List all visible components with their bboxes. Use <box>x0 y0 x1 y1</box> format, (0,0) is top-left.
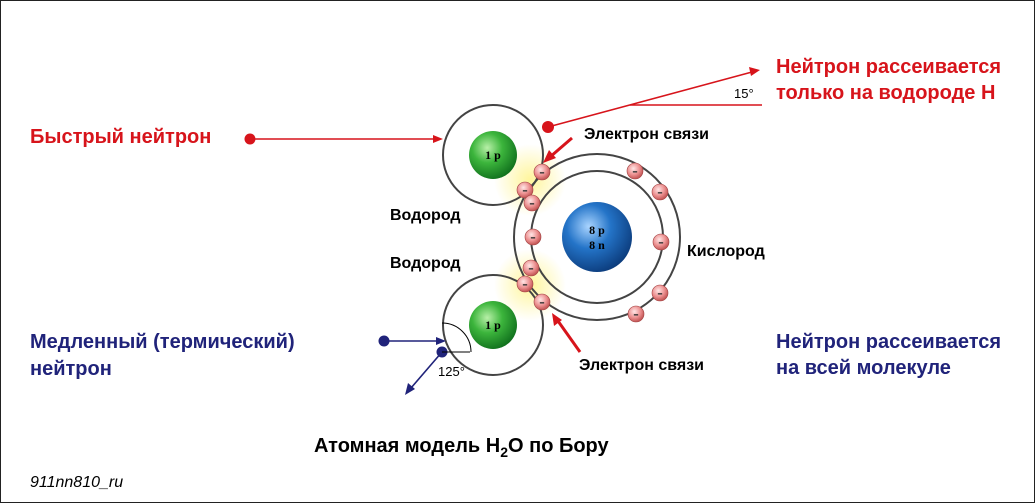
angle-fast-label: 15° <box>734 86 754 101</box>
electron-sign: – <box>530 231 536 244</box>
electron-sign: – <box>528 262 534 275</box>
electron: – <box>651 183 669 201</box>
electron: – <box>651 284 669 302</box>
angle-slow-label: 125° <box>438 364 465 379</box>
diagram-title: Атомная модель H2O по Бору <box>314 435 609 460</box>
hydrogen-top-label: Водород <box>390 207 461 224</box>
slow-neutron-path <box>378 322 472 395</box>
electron-sign: – <box>657 186 663 199</box>
electron-sign: – <box>539 166 545 179</box>
scattered-neutron-arrowhead <box>749 67 760 76</box>
slow-neutron-arrowhead <box>405 383 415 395</box>
hydrogen-top-nucleus <box>469 131 517 179</box>
fast-neutron-label: Быстрый нейтрон <box>30 126 212 148</box>
scatter-hydrogen-line1: Нейтрон рассеивается <box>776 56 1002 78</box>
hydrogen-top-nucleus-label: 1 p <box>485 148 501 162</box>
slow-neutron-line1: Медленный (термический) <box>30 331 295 353</box>
electron: – <box>523 194 541 212</box>
electron: – <box>524 228 542 246</box>
slow-neutron-line2: нейтрон <box>30 358 112 380</box>
watermark: 911nn810_ru <box>30 474 124 491</box>
electron-sign: – <box>522 184 528 197</box>
electron-sign: – <box>633 308 639 321</box>
electron-sign: – <box>539 296 545 309</box>
oxygen-outer-orbit <box>513 153 681 321</box>
oxygen-nucleus <box>562 202 632 272</box>
scatter-molecule-line2: на всей молекуле <box>776 357 951 379</box>
electron: – <box>533 163 551 181</box>
hydrogen-bottom-label: Водород <box>390 255 461 272</box>
electron: – <box>516 181 534 199</box>
electron: – <box>516 275 534 293</box>
slow-angle-arc <box>441 322 472 353</box>
electron-sign: – <box>522 278 528 291</box>
electron: – <box>533 293 551 311</box>
oxygen-nucleus-label-bottom: 8 n <box>589 238 605 252</box>
electron-sign: – <box>529 197 535 210</box>
electron: – <box>626 162 644 180</box>
electrons-group: –––––––––––– <box>516 162 670 323</box>
electron: – <box>627 305 645 323</box>
fast-neutron-arrowhead <box>433 135 443 143</box>
oxygen-label: Кислород <box>687 243 765 260</box>
electron: – <box>652 233 670 251</box>
electron: – <box>522 259 540 277</box>
hydrogen-bottom-nucleus-label: 1 p <box>485 318 501 332</box>
hydrogen-bottom-nucleus <box>469 301 517 349</box>
bond-electron-top-label: Электрон связи <box>584 126 709 143</box>
scatter-molecule-line1: Нейтрон рассеивается <box>776 331 1002 353</box>
fast-neutron-path <box>244 67 762 145</box>
bond-electron-top-arrow <box>543 150 556 163</box>
bond-electron-bottom-arrow <box>552 313 562 326</box>
scatter-hydrogen-line2: только на водороде H <box>776 82 996 104</box>
electron-sign: – <box>657 287 663 300</box>
electron-sign: – <box>658 236 664 249</box>
hydrogen-top-orbit <box>442 104 544 206</box>
hydrogen-bottom-orbit <box>442 274 544 376</box>
oxygen-nucleus-label-top: 8 p <box>589 223 605 237</box>
electron-sign: – <box>632 165 638 178</box>
bond-electron-bottom-label: Электрон связи <box>579 357 704 374</box>
